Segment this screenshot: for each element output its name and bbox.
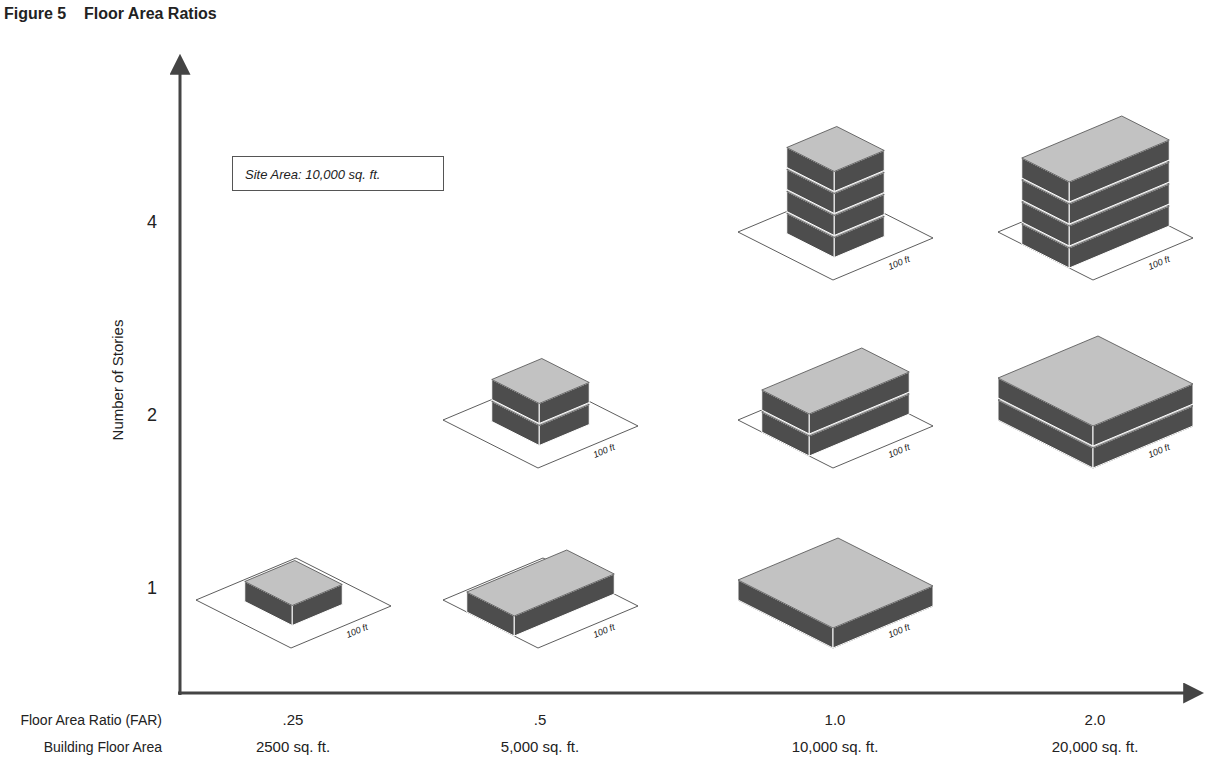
- dimension-label: 100 ft: [1147, 254, 1172, 272]
- axis-title: Floor Area Ratio (FAR): [20, 712, 162, 728]
- axis-title: Building Floor Area: [44, 739, 162, 755]
- floor-area-value: 20,000 sq. ft.: [1052, 738, 1139, 755]
- building-roof: [787, 127, 885, 172]
- site-outline: [196, 558, 391, 648]
- building-roof: [492, 359, 590, 404]
- building-roof: [467, 550, 615, 616]
- dimension-label: 100 ft: [592, 622, 617, 640]
- building-roof: [245, 561, 343, 606]
- far-value: 2.0: [1085, 711, 1106, 728]
- building-roof: [738, 538, 933, 628]
- y-axis: [179, 58, 182, 695]
- building-model: [998, 336, 1193, 468]
- dimension-label: 100 ft: [887, 254, 912, 272]
- building-roof: [762, 348, 910, 414]
- building-model: [196, 558, 391, 648]
- axis-title: Number of Stories: [109, 320, 126, 441]
- far-value: .25: [283, 711, 304, 728]
- x-axis: [178, 692, 1200, 695]
- site-area-text: Site Area: 10,000 sq. ft.: [245, 167, 431, 182]
- building-roof: [998, 336, 1193, 426]
- building-model: [443, 359, 638, 469]
- building-model: [443, 550, 638, 648]
- axis-tick: 2: [147, 405, 157, 426]
- figure-number: Figure 5: [4, 5, 66, 23]
- far-value: 1.0: [825, 711, 846, 728]
- building-model: [998, 116, 1193, 280]
- dimension-label: 100 ft: [1147, 442, 1172, 460]
- building-model: [738, 127, 933, 281]
- dimension-label: 100 ft: [345, 622, 370, 640]
- floor-area-value: 5,000 sq. ft.: [501, 738, 579, 755]
- dimension-label: 100 ft: [887, 622, 912, 640]
- axis-tick: 1: [147, 578, 157, 599]
- dimension-label: 100 ft: [592, 442, 617, 460]
- floor-area-value: 2500 sq. ft.: [256, 738, 330, 755]
- axis-tick: 4: [147, 212, 157, 233]
- site-area-box: Site Area: 10,000 sq. ft.: [232, 156, 444, 191]
- far-value: .5: [534, 711, 547, 728]
- building-model: [738, 348, 933, 468]
- floor-area-value: 10,000 sq. ft.: [792, 738, 879, 755]
- building-roof: [1022, 116, 1170, 182]
- building-model: [738, 538, 933, 648]
- figure-title: Floor Area Ratios: [84, 5, 217, 23]
- dimension-label: 100 ft: [887, 442, 912, 460]
